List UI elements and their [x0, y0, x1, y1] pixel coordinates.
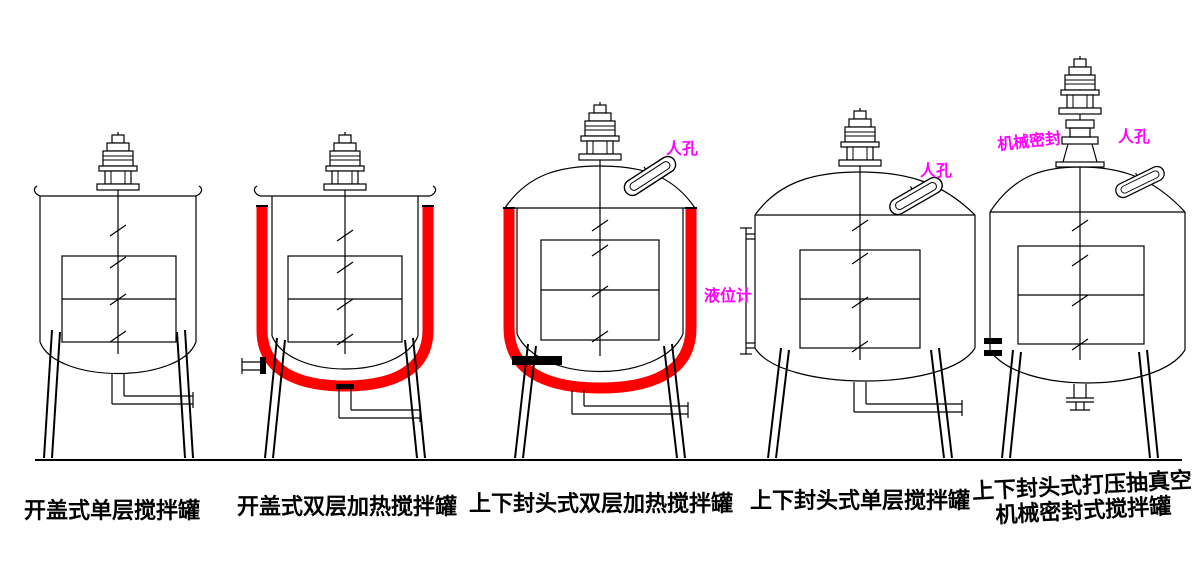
tank-open-jacketed	[241, 132, 437, 459]
tank-dished-single-layer: 人孔 液位计	[704, 108, 976, 459]
drain-pipe	[853, 382, 963, 416]
side-nozzle	[984, 350, 1002, 356]
leg	[1001, 349, 1014, 459]
leg	[184, 329, 194, 459]
caption-tank-3: 上下封头式双层加热搅拌罐	[469, 491, 733, 517]
drain-pipe	[111, 374, 194, 408]
dished-head	[754, 171, 976, 216]
mechanical-seal-drawing	[1055, 119, 1105, 168]
leg	[767, 347, 782, 459]
leg	[671, 343, 686, 459]
drain-pipe	[336, 384, 421, 422]
tank-mechanical-seal: 机械密封 人孔	[984, 56, 1186, 459]
caption-tank-5: 上下封头式打压抽真空 机械密封式搅拌罐	[972, 467, 1193, 528]
jacket-inlet-pipe	[241, 357, 266, 374]
leg	[43, 329, 53, 459]
level-gauge-label: 液位计	[704, 286, 752, 305]
mechanical-seal-label: 机械密封	[996, 128, 1062, 154]
leg	[1146, 349, 1159, 459]
manhole-drawing	[618, 150, 680, 200]
dished-head	[504, 165, 696, 209]
motor-assembly	[323, 132, 367, 196]
dished-bottom	[754, 347, 976, 382]
manhole-label: 人孔	[1118, 127, 1150, 146]
leg	[412, 337, 426, 459]
tank-dished-jacketed: 人孔	[503, 102, 698, 459]
dished-bottom	[989, 349, 1186, 384]
leg	[264, 337, 278, 459]
motor-assembly	[1058, 56, 1102, 120]
caption-tank-1: 开盖式单层搅拌罐	[24, 498, 200, 524]
dished-bottom	[516, 333, 684, 373]
manhole-label: 人孔	[920, 161, 952, 180]
drain-pipe	[571, 390, 689, 418]
heating-jacket	[503, 208, 697, 394]
motor-assembly	[578, 102, 622, 166]
side-nozzle	[984, 338, 1002, 344]
caption-tank-4: 上下封头式单层搅拌罐	[750, 488, 970, 514]
jacket-drain-stub	[512, 356, 562, 365]
level-gauge	[740, 227, 755, 355]
tank-open-single-layer	[33, 132, 203, 459]
bottom-outlet	[1066, 384, 1094, 411]
manhole-drawing	[1111, 161, 1168, 201]
motor-assembly	[838, 108, 882, 172]
caption-tank-2: 开盖式双层加热搅拌罐	[237, 494, 457, 520]
dished-bottom	[271, 335, 419, 370]
motor-assembly	[96, 132, 140, 196]
manhole-label: 人孔	[666, 139, 698, 158]
leg	[938, 347, 953, 459]
